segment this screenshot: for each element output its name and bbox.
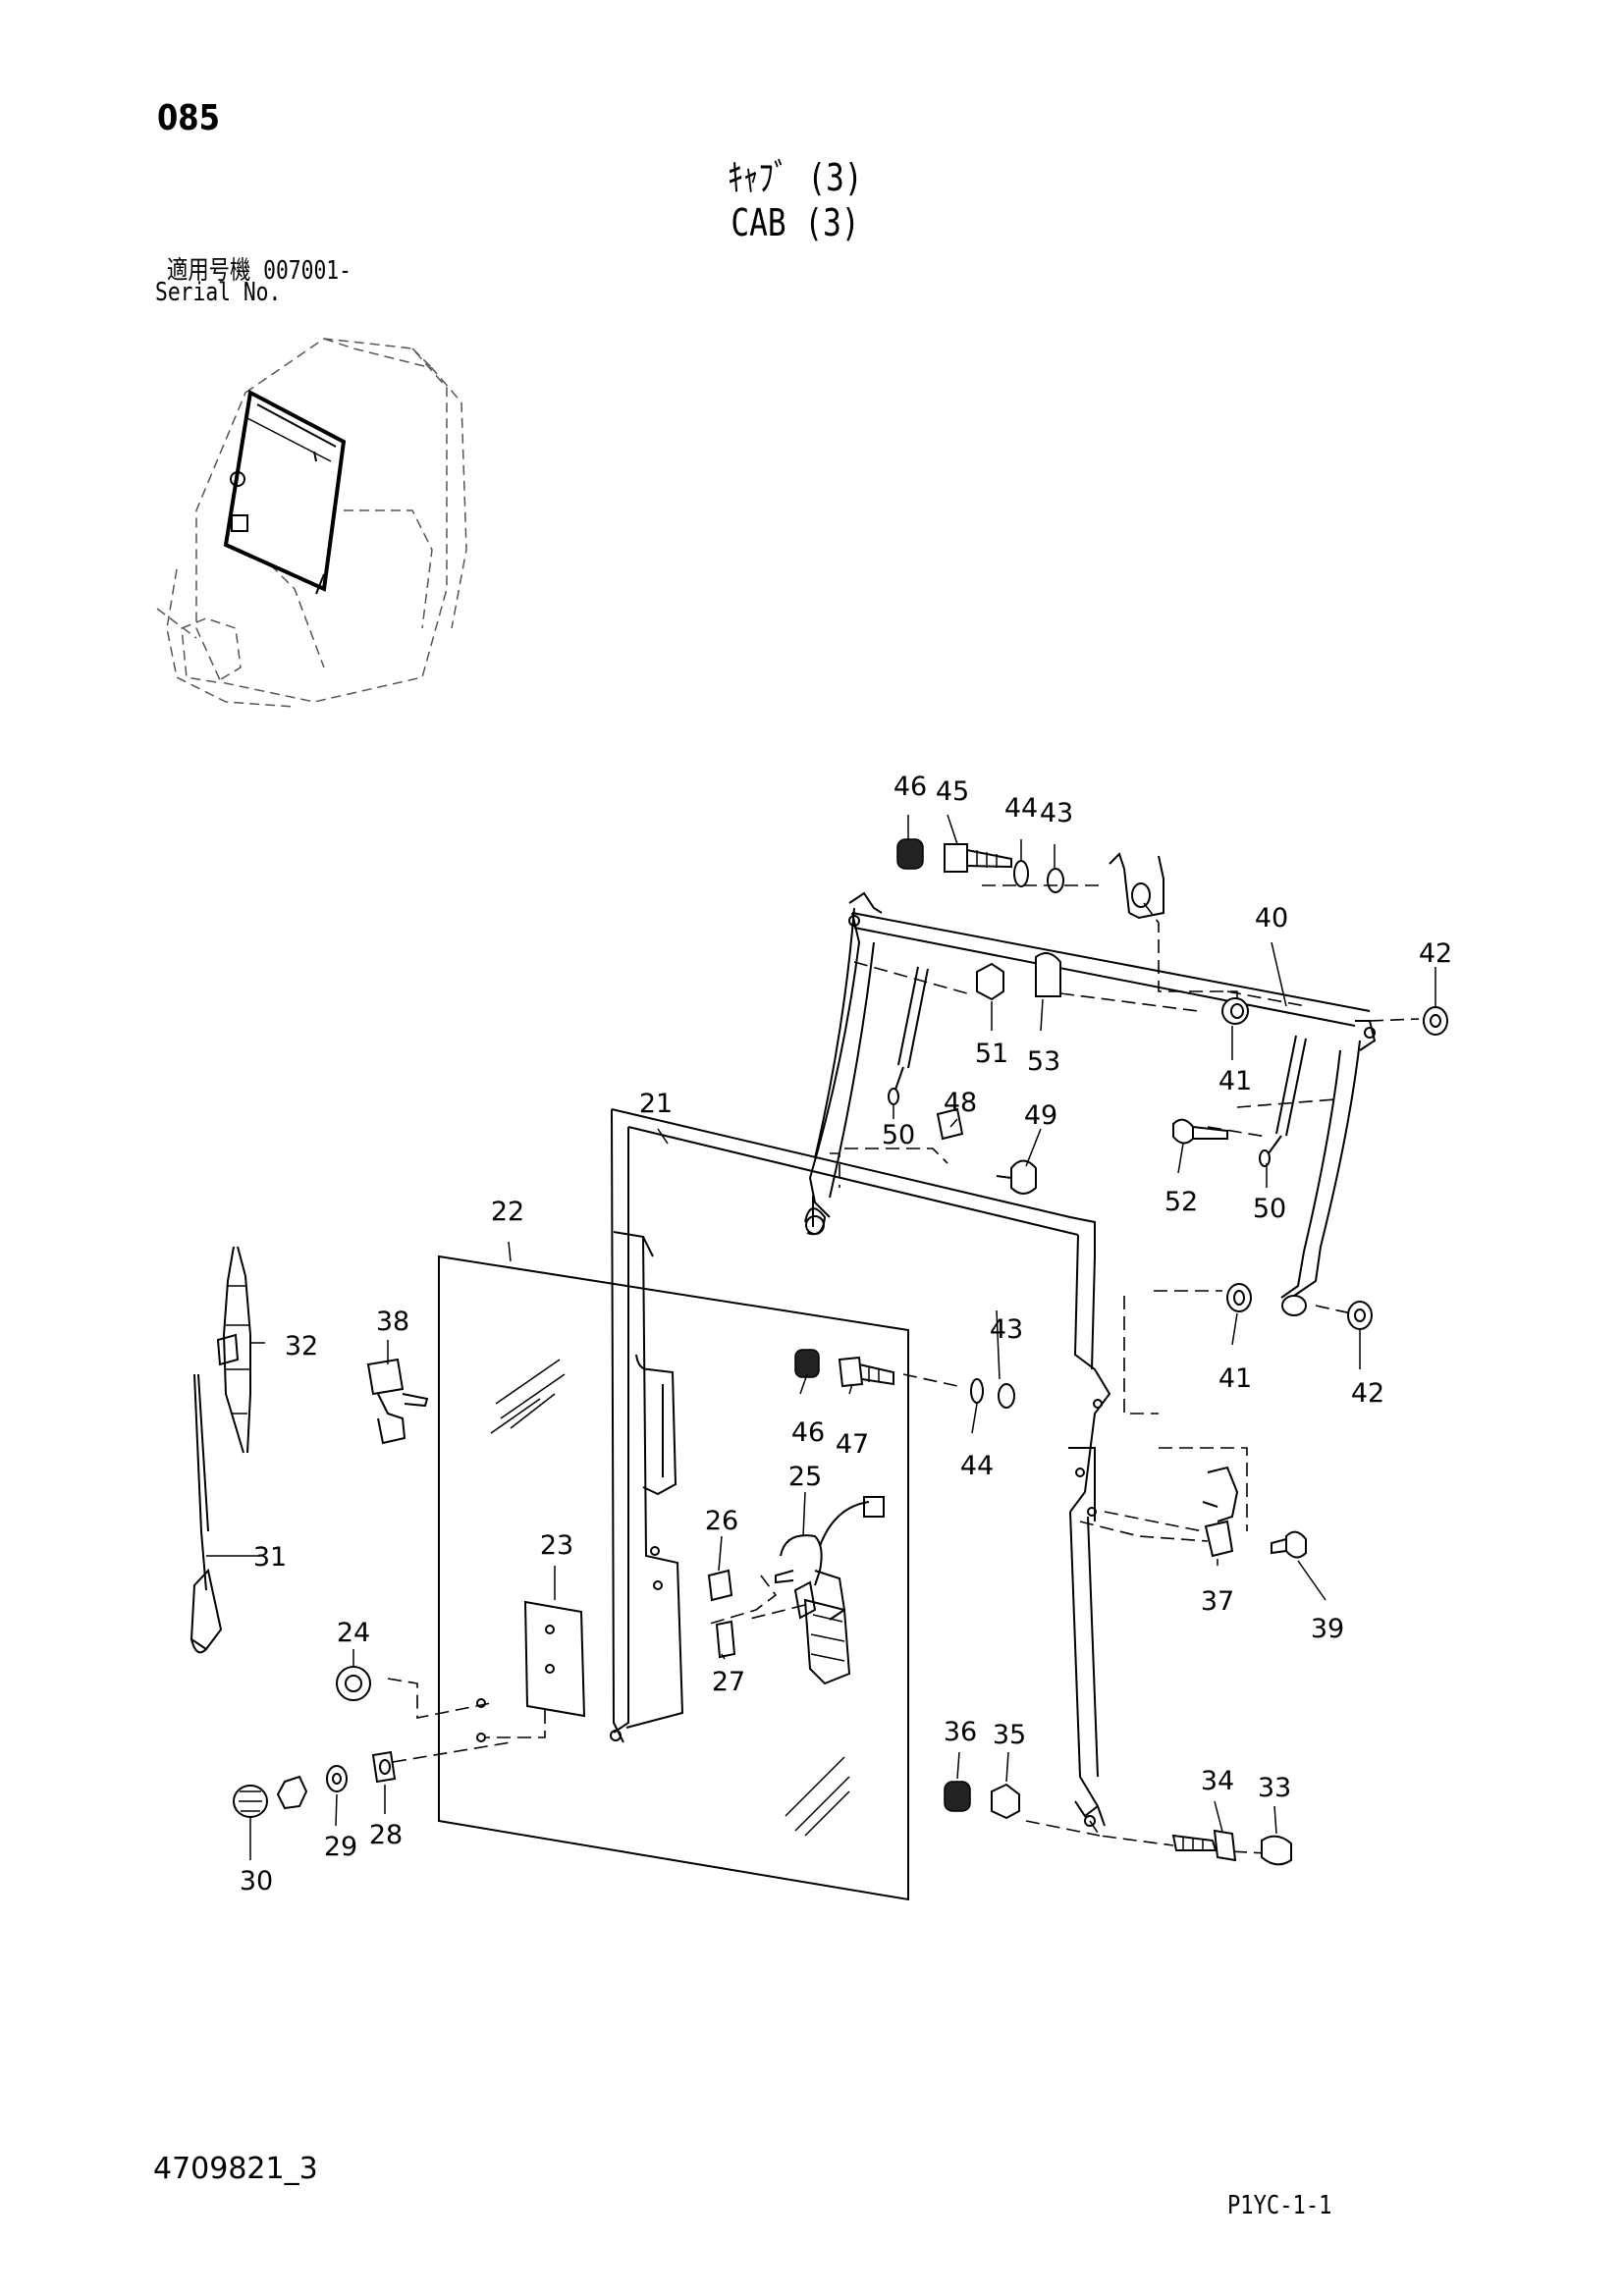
callout-31: 31 bbox=[253, 1542, 287, 1573]
callout-24: 24 bbox=[337, 1618, 370, 1648]
bottom-left-hardware bbox=[233, 1666, 397, 1818]
callout-35: 35 bbox=[993, 1720, 1026, 1750]
callout-41-upper: 41 bbox=[1218, 1066, 1252, 1096]
window-frame bbox=[610, 1108, 1111, 1827]
callout-26: 26 bbox=[705, 1506, 738, 1536]
callout-51: 51 bbox=[975, 1039, 1008, 1069]
wiper-motor bbox=[707, 1496, 885, 1685]
title-japanese: ｷｬﾌﾞ (3) bbox=[728, 156, 863, 199]
document-number: 4709821_3 bbox=[153, 2152, 318, 2186]
lower-right-washers bbox=[1226, 1283, 1373, 1330]
callout-34: 34 bbox=[1201, 1766, 1234, 1796]
callout-39: 39 bbox=[1311, 1614, 1344, 1644]
mounting-plate bbox=[523, 1600, 586, 1718]
callout-46-upper: 46 bbox=[893, 772, 927, 802]
callout-41-lower: 41 bbox=[1218, 1363, 1252, 1394]
callout-47: 47 bbox=[836, 1429, 869, 1460]
leader-lines bbox=[206, 814, 1436, 1860]
callout-21: 21 bbox=[639, 1089, 673, 1119]
callout-29: 29 bbox=[324, 1832, 357, 1862]
callout-27: 27 bbox=[712, 1667, 745, 1697]
callout-25: 25 bbox=[788, 1462, 822, 1492]
latch-hardware bbox=[936, 1107, 1228, 1195]
page-number: 085 bbox=[157, 98, 220, 138]
wiper-arm bbox=[189, 1373, 223, 1654]
callout-42-lower: 42 bbox=[1351, 1378, 1384, 1409]
callout-22: 22 bbox=[491, 1197, 524, 1227]
callout-28: 28 bbox=[369, 1820, 403, 1850]
upper-bracket bbox=[1109, 852, 1164, 920]
callout-43-upper: 43 bbox=[1040, 798, 1073, 828]
callout-45: 45 bbox=[936, 776, 969, 807]
callout-23: 23 bbox=[540, 1530, 573, 1561]
title-english: CAB (3) bbox=[731, 201, 860, 244]
callout-36: 36 bbox=[944, 1717, 977, 1747]
callout-53: 53 bbox=[1027, 1046, 1060, 1077]
striker-bracket bbox=[1202, 1466, 1307, 1559]
mid-hardware bbox=[976, 952, 1448, 1036]
wiper-clip bbox=[366, 1358, 429, 1445]
lift-arm-frame bbox=[804, 891, 1377, 1316]
callout-44-upper: 44 bbox=[1004, 793, 1038, 824]
callout-38: 38 bbox=[376, 1307, 409, 1337]
callout-numbers: 21 22 23 24 25 26 27 28 29 30 31 32 33 3… bbox=[240, 772, 1452, 1896]
callout-50-right: 50 bbox=[1253, 1194, 1286, 1224]
callout-44-lower: 44 bbox=[960, 1451, 994, 1481]
gas-spring-left bbox=[888, 966, 929, 1105]
glass-panel bbox=[438, 1255, 909, 1901]
sheet-code: P1YC-1-1 bbox=[1227, 2191, 1332, 2220]
cab-location-thumbnail bbox=[156, 338, 467, 708]
callout-37: 37 bbox=[1201, 1586, 1234, 1617]
serial-label-english: Serial No. bbox=[155, 278, 282, 307]
callout-48: 48 bbox=[944, 1088, 977, 1118]
callout-30: 30 bbox=[240, 1866, 273, 1896]
mid-bolt-nut bbox=[794, 1349, 1015, 1409]
callout-50-left: 50 bbox=[882, 1120, 915, 1150]
callout-43-lower: 43 bbox=[990, 1314, 1023, 1345]
callout-52: 52 bbox=[1164, 1187, 1198, 1217]
callout-46-lower: 46 bbox=[791, 1417, 825, 1448]
wiper-blade bbox=[216, 1246, 251, 1454]
bottom-right-hardware bbox=[944, 1781, 1292, 1866]
gas-spring-right bbox=[1259, 1035, 1307, 1167]
callout-33: 33 bbox=[1258, 1773, 1291, 1803]
callout-32: 32 bbox=[285, 1331, 318, 1362]
serial-label-japanese: 適用号機 007001- bbox=[167, 256, 352, 286]
callout-49: 49 bbox=[1024, 1100, 1057, 1131]
top-hardware bbox=[896, 838, 1064, 893]
callout-40: 40 bbox=[1255, 903, 1288, 934]
callout-42-upper: 42 bbox=[1419, 938, 1452, 969]
